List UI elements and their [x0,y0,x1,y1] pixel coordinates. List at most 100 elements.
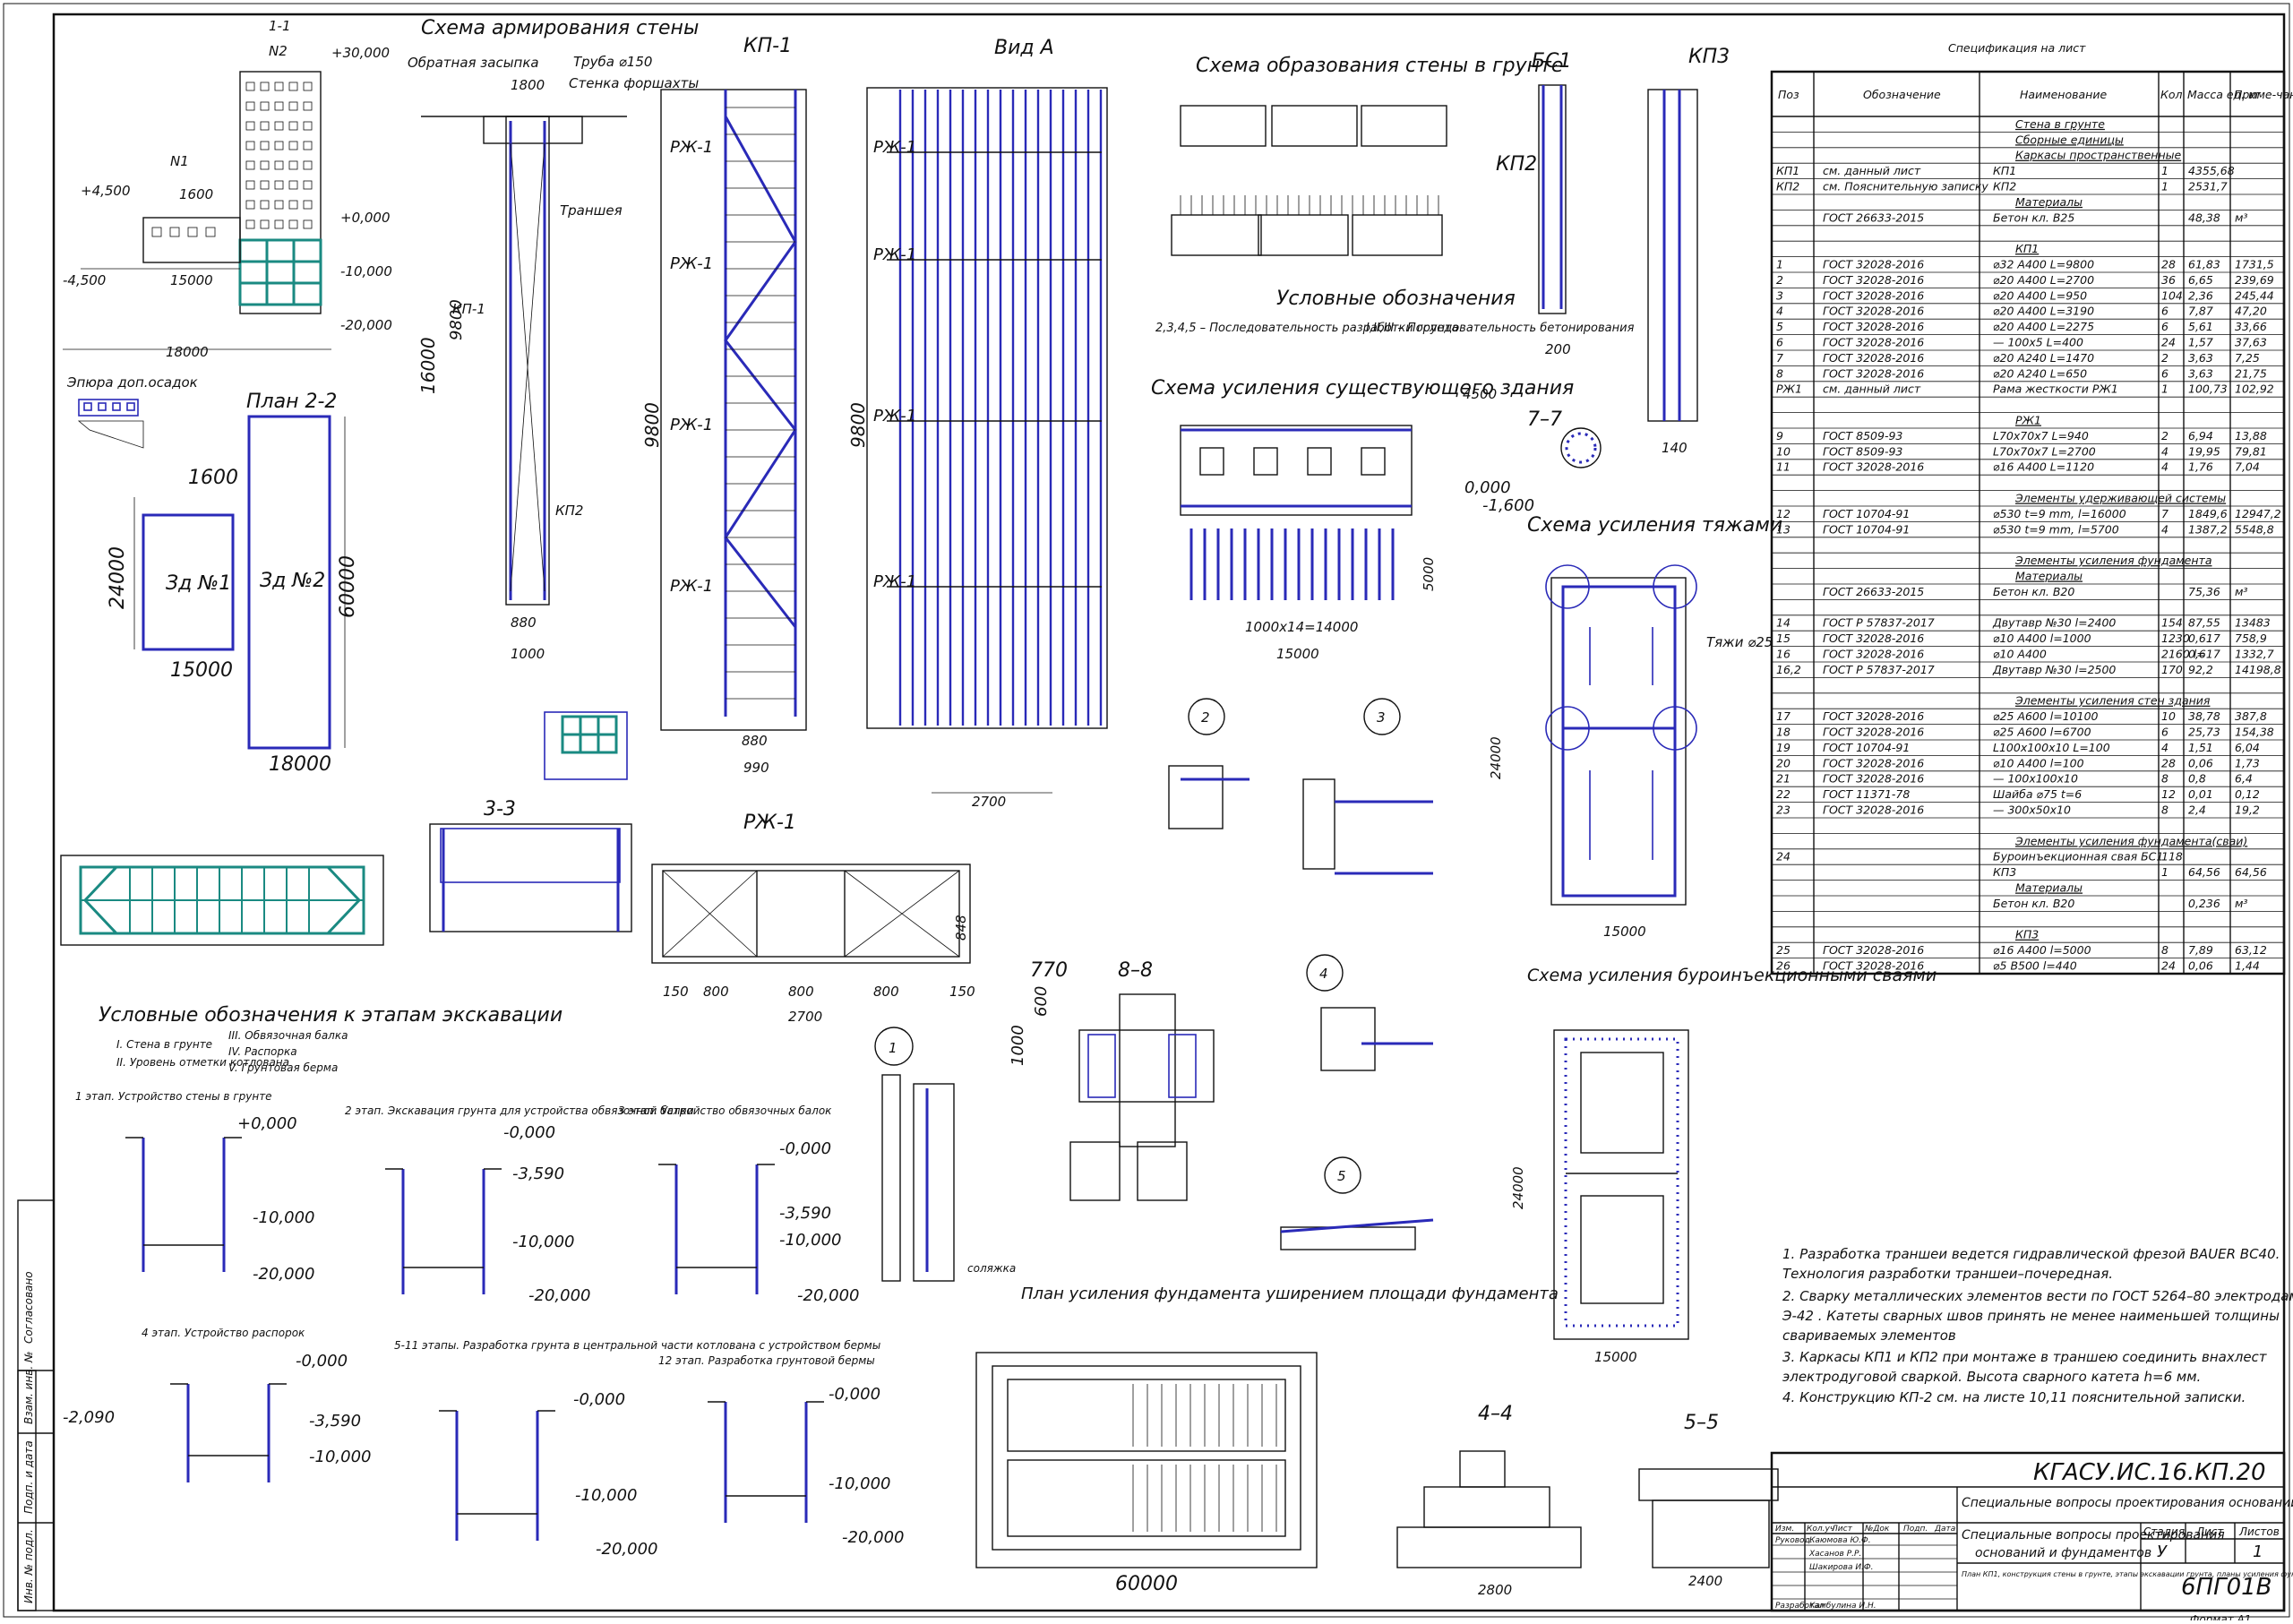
svg-text:2: 2 [1201,709,1210,726]
spec-cell: ⌀20 А400 L=950 [1993,288,2087,302]
spec-cell: 19 [1776,741,1791,754]
label-bs1: БС1 [1532,50,1571,73]
dim-1800: 1800 [511,77,545,93]
mark-m0000-s2: -0,000 [503,1123,555,1142]
dim-2800-44: 2800 [1478,1582,1512,1598]
spec-cell: 10 [1776,444,1791,458]
mark-m0000-s5: -0,000 [573,1390,625,1409]
dim-24000: 24000 [107,546,129,609]
spec-cell: 758,9 [2235,632,2267,645]
spec-cell: 2 [1776,273,1783,287]
spec-cell: 2 [2161,429,2168,443]
spec-cell: 7,25 [2235,351,2260,365]
mark-m20000-s5: -20,000 [596,1540,657,1559]
spec-cell: 64,56 [2235,865,2267,879]
spec-cell: 6 [2161,366,2168,380]
mark-m4500: -4,500 [63,272,106,288]
spec-cell: ГОСТ 32028-2016 [1823,709,1924,723]
spec-cell: ⌀20 А400 L=2275 [1993,320,2094,333]
wall-cells [1171,105,1447,256]
spec-cell: ⌀16 А400 l=5000 [1993,943,2091,957]
person-role-4: Разработал [1775,1602,1825,1611]
spec-cell: 17 [1776,709,1791,723]
mark-m20000: -20,000 [340,317,392,333]
spec-cell: 7,04 [2235,460,2260,474]
spec-cell: 6 [2161,305,2168,318]
notes: 1. Разработка траншеи ведется гидравличе… [1782,1246,2293,1405]
mark-m20000-s12: -20,000 [842,1528,904,1547]
spec-cell: 6 [2161,320,2168,333]
wall-reinforcement: Схема армирования стены Обратная засыпка… [408,17,699,662]
mark-m3590-s2: -3,590 [512,1164,564,1183]
spec-cell: 154 [2161,616,2183,630]
mark-m0000-s4: -0,000 [296,1352,348,1371]
spec-cell: 24 [1776,850,1791,864]
note-3: 3. Каркасы КП1 и КП2 при монтаже в транш… [1782,1349,2268,1365]
spec-cell: 7 [1776,351,1783,365]
dim-24000-ties: 24000 [1488,736,1504,779]
spec-cell: 14198,8 [2235,663,2281,676]
spec-cell: 4 [1776,305,1783,318]
spec-header-5: Приме-чание [2234,88,2293,101]
spec-cell: 14 [1776,616,1791,630]
spec-cell: 13 [1776,522,1791,536]
spec-cell: 1,76 [2188,460,2213,474]
spec-cell: 75,36 [2188,585,2220,598]
spec-cell: ГОСТ 32028-2016 [1823,258,1924,271]
label-n1: N1 [170,153,189,169]
label-armir: Схема армирования стены [421,17,699,39]
spec-cell: 13,88 [2235,429,2267,443]
dim-18000: 18000 [166,344,209,360]
spec-cell: 28 [2161,756,2176,769]
rzh1-frame: РЖ-1 150 800 800 800 150 2700 848 [651,812,975,1025]
spec-cell: 8 [2161,803,2168,817]
label-piles-1: Схема усиления буроинъекционными сваями [1527,966,1937,985]
building-n2-windows [245,82,313,229]
spec-cell: ГОСТ 32028-2016 [1823,273,1924,287]
mark-m0000-s12: -0,000 [829,1385,880,1404]
spec-cell: 2531,7 [2188,180,2228,193]
spec-cell: 1849,6 [2188,507,2228,520]
nodes-2-5: 2 3 4 5 [1168,698,1434,1250]
hdr-kol: Кол.уч [1807,1525,1834,1534]
excavation-columns [129,867,310,933]
spec-cell: 24 [2161,336,2176,349]
spec-cell: ГОСТ 32028-2016 [1823,772,1924,786]
dim-800-a: 800 [703,984,729,1000]
dim-770: 770 [1030,959,1068,982]
spec-cell: см. данный лист [1823,164,1921,177]
hdr-doc: №Док [1864,1525,1890,1534]
spec-cell: 0,06 [2188,959,2213,973]
dim-18000b: 18000 [269,753,331,776]
label-n2: N2 [269,43,288,59]
side-stamp: Согласовано Взам. инв. № Подп. и дата Ин… [17,1199,55,1611]
dim-150-b: 150 [949,984,975,1000]
spec-cell: см. данный лист [1823,382,1921,396]
spec-cell: 79,81 [2235,444,2267,458]
spec-cell: Шайба ⌀75 t=6 [1993,787,2082,801]
spec-cell: Сборные единицы [2015,133,2124,146]
spec-cell: ⌀25 А600 l=10100 [1993,709,2099,723]
spec-cell: 1 [2161,164,2168,177]
dim-15000-ties: 15000 [1603,924,1646,940]
spec-cell: Материалы [2015,195,2083,209]
dim-2700: 2700 [972,794,1006,810]
dim-150-a: 150 [663,984,689,1000]
spec-cell: КП1 [1776,164,1799,177]
kp1-cage: КП-1 9800 РЖ-1 РЖ-1 РЖ-1 РЖ-1 880 990 [641,35,807,776]
spec-cell: 15 [1776,632,1791,645]
dim-2700-rzh: 2700 [788,1009,822,1025]
spec-cell: ГОСТ 32028-2016 [1823,460,1924,474]
spec-cell: 33,66 [2235,320,2267,333]
piles-scheme: Схема усиления буроинъекционными сваями … [1510,966,1937,1365]
spec-cell: 18 [1776,726,1791,739]
rzh1-d: РЖ-1 [670,577,713,596]
excav-item-2: II. Уровень отметки котлована [116,1056,289,1069]
svg-text:5: 5 [1337,1168,1346,1184]
spec-cell: Бетон кл. В20 [1993,585,2074,598]
dim-4500: 4500 [1463,386,1497,402]
spec-cell: ГОСТ Р 57837-2017 [1823,616,1935,630]
spec-header-0: Поз [1778,88,1799,101]
spec-cell: — 100х100х10 [1993,772,2078,786]
